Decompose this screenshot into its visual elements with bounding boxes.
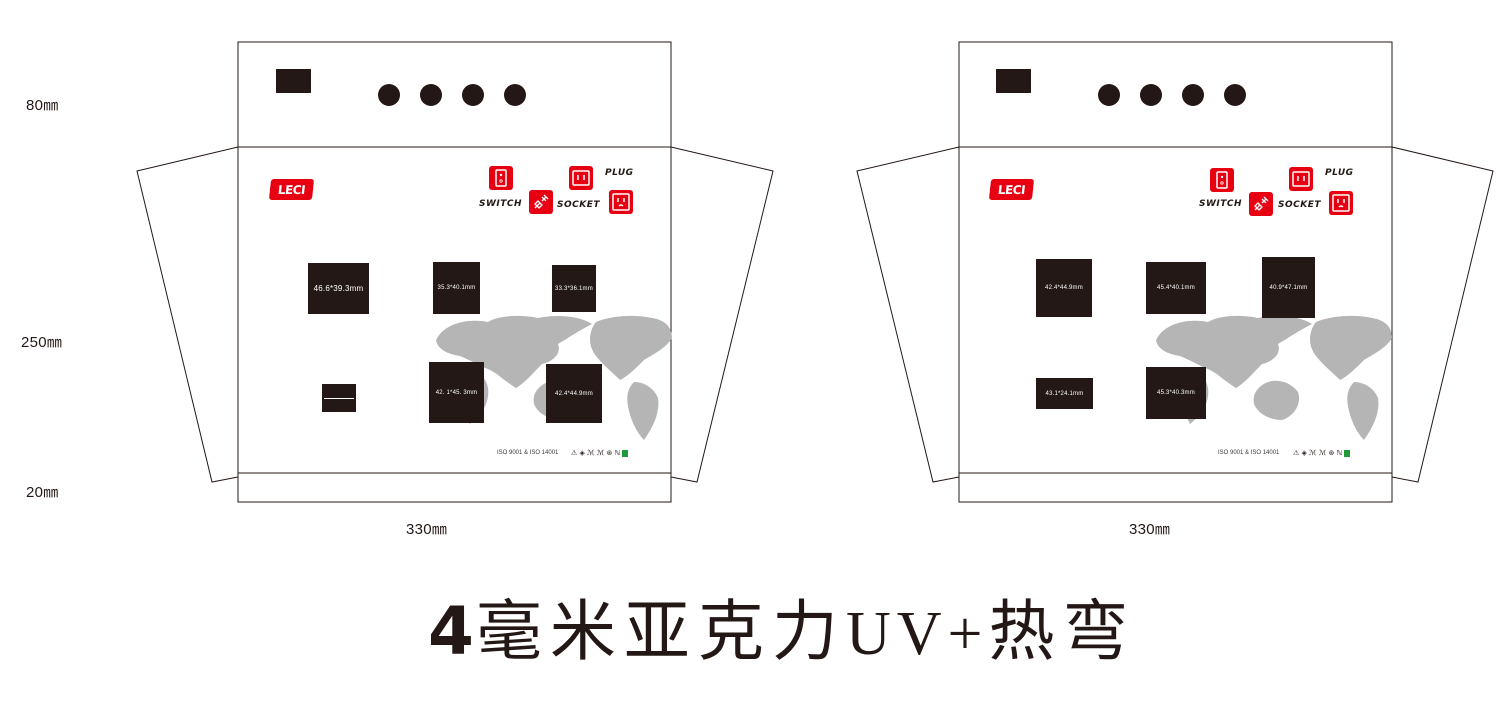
switch-label: SWITCH: [479, 199, 523, 209]
spec-title: 4毫米亚克力UV+热弯: [428, 578, 1136, 674]
switch-icon: [489, 166, 513, 190]
display-slot: [996, 69, 1031, 93]
brand-logo: LECI: [988, 179, 1035, 200]
cutout: 42.4*44.9mm: [1036, 259, 1092, 317]
world-map: [1156, 315, 1392, 440]
cutout: 35.3*40.1mm: [433, 262, 480, 314]
certification-text: ISO 9001 & ISO 14001: [497, 450, 559, 456]
spec-title-bending: 热弯: [988, 593, 1137, 670]
button-hole: [462, 84, 484, 106]
dimension-label-width-right: 330㎜: [1129, 521, 1171, 538]
panel-right-outline: [856, 41, 1494, 503]
plug-label: PLUG: [605, 168, 634, 178]
display-slot: [276, 69, 311, 93]
button-hole: [420, 84, 442, 106]
dimension-label-height-bottom: 20㎜: [26, 484, 59, 501]
dimension-label-width-left: 330㎜: [406, 521, 448, 538]
rocker-cutout: [322, 384, 356, 412]
plug-label: PLUG: [1325, 168, 1354, 178]
button-hole: [1098, 84, 1120, 106]
spec-title-material: 毫米亚克力: [475, 593, 846, 670]
cutout: 45.4*40.1mm: [1146, 262, 1206, 314]
plug-icon: [529, 190, 553, 214]
cutout: 42.4*44.9mm: [546, 364, 602, 423]
outlet-icon: [609, 190, 633, 214]
panel-right: LECI SWITCH SOCKET PLUG 42.4*44.9mm 45.4…: [856, 41, 1494, 503]
button-hole: [504, 84, 526, 106]
recycle-icon: [1344, 449, 1351, 457]
cutout: 42. 1*45. 3mm: [429, 362, 484, 423]
button-hole: [1224, 84, 1246, 106]
cutout: 43.1*24.1mm: [1036, 378, 1093, 409]
button-hole: [378, 84, 400, 106]
spec-title-process: UV+: [845, 600, 989, 668]
cutout: 45.3*40.3mm: [1146, 367, 1206, 419]
cutout: 33.3*36.1mm: [552, 265, 596, 312]
recycle-icon: [622, 449, 629, 457]
certification-marks: ⚠ ◈ ℳ ℳ ⊛ ℕ: [1293, 449, 1351, 457]
panel-left: LECI SWITCH SOCKET PLUG 46.6*39.3mm 35.3…: [0, 0, 774, 510]
switch-icon: [1210, 168, 1234, 192]
switch-label: SWITCH: [1199, 199, 1243, 209]
outlet-icon: [1329, 191, 1353, 215]
cutout: 46.6*39.3mm: [308, 263, 369, 314]
certification-marks-text: ⚠ ◈ ℳ ℳ ⊛ ℕ: [571, 449, 621, 457]
button-hole: [1140, 84, 1162, 106]
socket-icon: [1289, 167, 1313, 191]
certification-marks-text: ⚠ ◈ ℳ ℳ ⊛ ℕ: [1293, 449, 1343, 457]
button-hole: [1182, 84, 1204, 106]
panel-left-outline: [136, 41, 774, 503]
spec-title-number: 4: [428, 593, 476, 670]
certification-text: ISO 9001 & ISO 14001: [1218, 450, 1280, 456]
socket-icon: [569, 166, 593, 190]
plug-icon: [1249, 192, 1273, 216]
socket-label: SOCKET: [557, 200, 600, 210]
certification-marks: ⚠ ◈ ℳ ℳ ⊛ ℕ: [571, 449, 629, 457]
dimension-label-height-top: 80㎜: [26, 97, 59, 114]
cutout: 40.9*47.1mm: [1262, 257, 1315, 318]
dimension-label-height-middle: 250㎜: [21, 334, 63, 351]
socket-label: SOCKET: [1278, 200, 1321, 210]
